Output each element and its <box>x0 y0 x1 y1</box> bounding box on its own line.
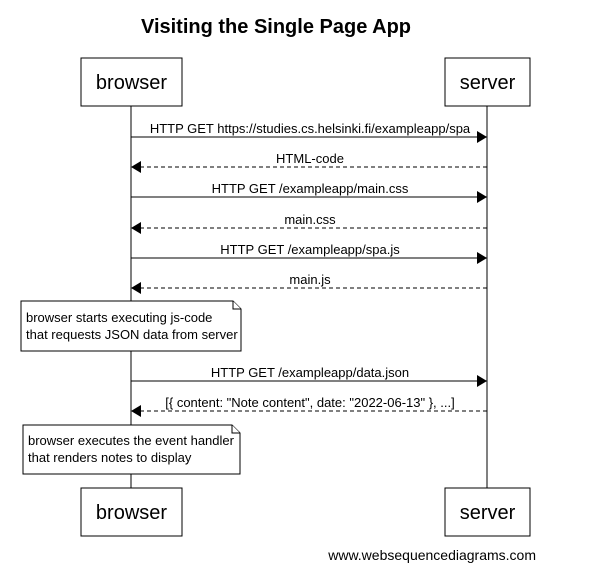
server-participant-bottom: server <box>444 487 531 537</box>
server-participant-top: server <box>444 57 531 107</box>
note-line: browser executes the event handler <box>28 433 235 448</box>
note-line: browser starts executing js-code <box>26 310 212 325</box>
note-line: that requests JSON data from server <box>26 327 238 342</box>
server-participant-label: server <box>460 72 516 94</box>
browser-participant-label: browser <box>96 72 167 94</box>
footer-watermark: www.websequencediagrams.com <box>327 547 536 563</box>
message-label: HTTP GET /exampleapp/spa.js <box>220 242 400 257</box>
note-1: browser starts executing js-code that re… <box>20 300 242 352</box>
message-2: HTML-code <box>131 151 487 173</box>
message-label: HTTP GET https://studies.cs.helsinki.fi/… <box>150 121 471 136</box>
message-label: HTML-code <box>276 151 344 166</box>
diagram-title: Visiting the Single Page App <box>141 16 411 38</box>
note-2: browser executes the event handler that … <box>22 424 241 475</box>
message-5: HTTP GET /exampleapp/spa.js <box>131 242 487 264</box>
browser-participant-top: browser <box>80 57 183 107</box>
message-label: main.css <box>284 212 336 227</box>
server-participant-label: server <box>460 502 516 524</box>
message-4: main.css <box>131 212 487 234</box>
browser-participant-bottom: browser <box>80 487 183 537</box>
browser-participant-label: browser <box>96 502 167 524</box>
message-1: HTTP GET https://studies.cs.helsinki.fi/… <box>131 121 487 143</box>
message-label: main.js <box>289 272 331 287</box>
message-6: main.js <box>131 272 487 294</box>
message-8: [{ content: "Note content", date: "2022-… <box>131 395 487 417</box>
message-label: HTTP GET /exampleapp/data.json <box>211 365 409 380</box>
message-label: HTTP GET /exampleapp/main.css <box>212 181 409 196</box>
message-3: HTTP GET /exampleapp/main.css <box>131 181 487 203</box>
message-label: [{ content: "Note content", date: "2022-… <box>165 395 454 410</box>
message-7: HTTP GET /exampleapp/data.json <box>131 365 487 387</box>
note-line: that renders notes to display <box>28 450 192 465</box>
